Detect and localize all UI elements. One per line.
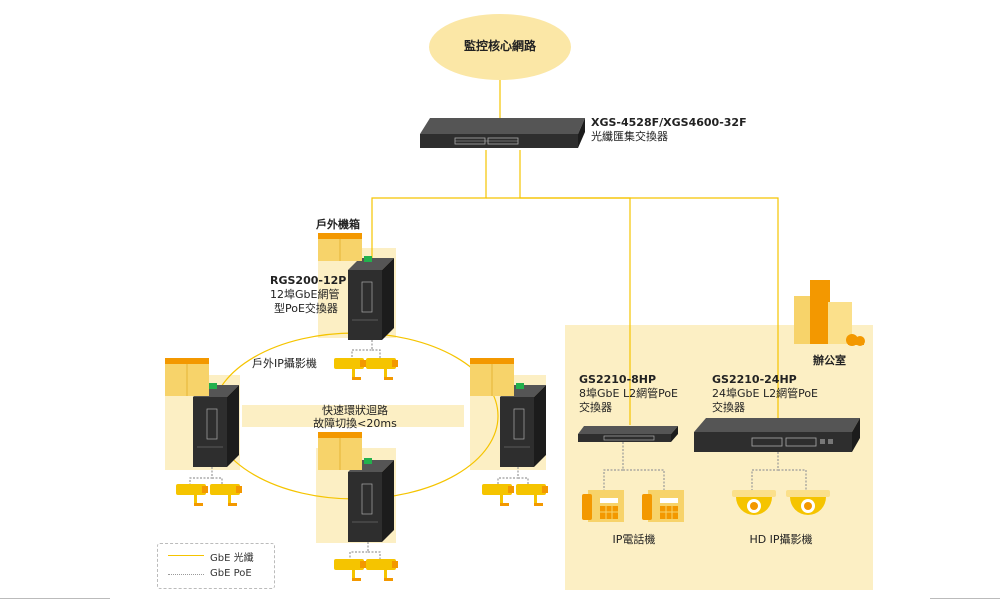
- office-building-icon: [794, 280, 865, 346]
- outdoor-cabinet-label: 戶外機箱: [316, 218, 360, 231]
- poe-links: [189, 340, 807, 560]
- outdoor-camera-icon: [334, 358, 398, 380]
- rgs200-desc-line2: 型PoE交換器: [274, 302, 338, 315]
- gs2210-24hp-desc-line1: 24埠GbE L2網管PoE: [712, 387, 818, 400]
- legend-fiber-label: GbE 光纖: [210, 553, 254, 564]
- ring-band: [242, 405, 464, 427]
- outdoor-camera-icon: [334, 559, 398, 581]
- gs2210-8hp-desc-line2: 交換器: [579, 401, 612, 414]
- aggregation-switch: [420, 118, 585, 148]
- aggregation-switch-model: XGS-4528F/XGS4600-32F: [591, 116, 747, 129]
- outdoor-cabinet-right: [470, 358, 514, 396]
- ip-phone-icon: [642, 490, 684, 522]
- bottom-rule-left: [0, 598, 110, 599]
- gs2210-24hp-model: GS2210-24HP: [712, 373, 797, 386]
- rgs200-switch-left: [193, 383, 239, 467]
- legend-poe-swatch: [168, 574, 204, 575]
- ring-label-line1: 快速環狀迴路: [322, 404, 388, 417]
- rgs200-switch-bottom: [348, 458, 394, 542]
- ip-phone-label: IP電話機: [612, 533, 656, 546]
- gs2210-24hp-switch: [694, 418, 860, 452]
- gs2210-8hp-model: GS2210-8HP: [579, 373, 657, 386]
- rgs200-model: RGS200-12P: [270, 274, 347, 287]
- legend-poe-label: GbE PoE: [210, 568, 252, 579]
- outdoor-cabinet-top: [318, 233, 362, 261]
- rgs200-switch-right: [500, 383, 546, 467]
- hd-camera-label: HD IP攝影機: [749, 533, 813, 546]
- outdoor-camera-label: 戶外IP攝影機: [252, 357, 317, 370]
- hd-camera-icon: [732, 490, 776, 515]
- gs2210-8hp-desc-line1: 8埠GbE L2網管PoE: [579, 387, 678, 400]
- core-network-ellipse: [429, 14, 571, 80]
- outdoor-cabinet-bottom: [318, 432, 362, 470]
- legend: GbE 光纖 GbE PoE: [157, 543, 275, 589]
- aggregation-switch-desc: 光纖匯集交換器: [591, 130, 668, 143]
- core-network-label: 監控核心網路: [463, 39, 536, 53]
- outdoor-camera-icon: [482, 484, 548, 506]
- outdoor-cabinet-left: [165, 358, 209, 396]
- legend-fiber-swatch: [168, 555, 204, 556]
- ring-label-line2: 故障切換<20ms: [313, 417, 397, 430]
- hd-camera-icon: [786, 490, 830, 515]
- rgs200-desc-line1: 12埠GbE網管: [270, 288, 340, 301]
- office-label: 辦公室: [813, 354, 846, 367]
- office-area: [565, 325, 873, 590]
- outdoor-camera-icon: [176, 484, 242, 506]
- gs2210-8hp-switch: [578, 426, 678, 442]
- ip-phone-icon: [582, 490, 624, 522]
- rgs200-switch-top: [348, 256, 394, 340]
- bottom-rule-right: [930, 598, 1000, 599]
- gs2210-24hp-desc-line2: 交換器: [712, 401, 745, 414]
